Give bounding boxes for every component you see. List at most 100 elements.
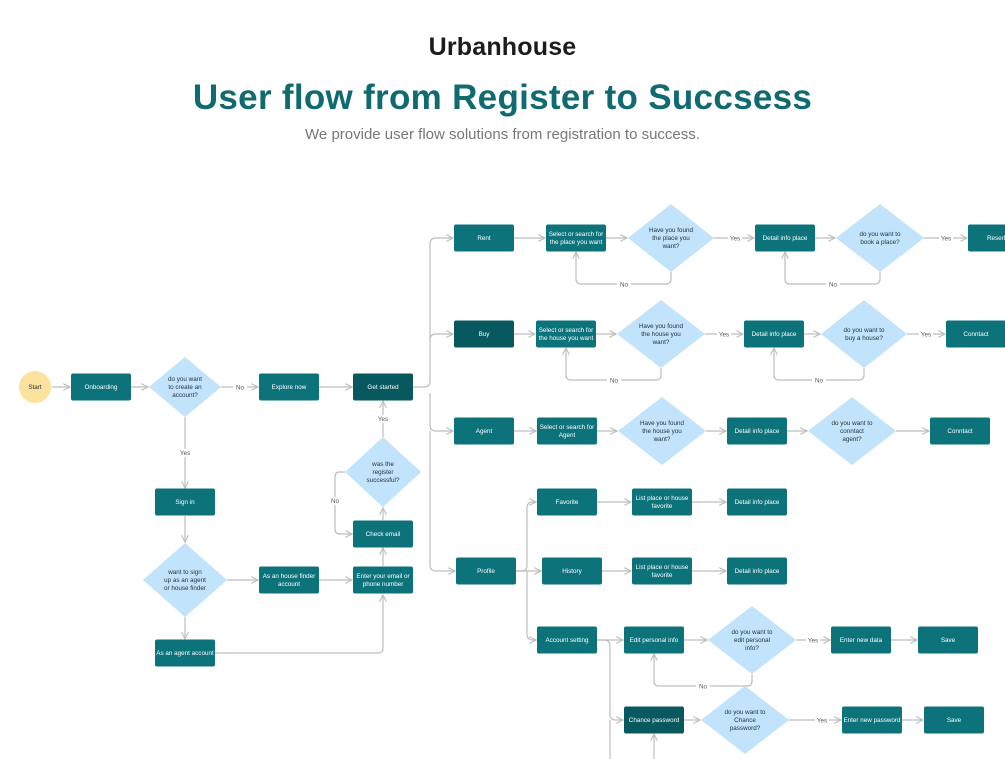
edge-label-yes: Yes [921, 332, 931, 339]
node-label: Detail info place [735, 499, 780, 506]
node-fav-detail: Detail info place [727, 488, 787, 516]
edge-label-no: No [829, 282, 838, 289]
edge-label-yes: Yes [941, 236, 951, 243]
node-label: Enter new data [840, 637, 883, 644]
node-label: Buy [479, 331, 491, 338]
edge-label-no: No [610, 378, 619, 385]
node-label: Favorite [556, 499, 579, 506]
node-favorite: Favorite [537, 488, 597, 516]
process-box [259, 373, 319, 401]
node-account-setting: Account setting [537, 626, 597, 654]
decision-diamond [708, 606, 796, 674]
node-label: Enter your email or [356, 573, 409, 580]
node-label: the house you [642, 428, 682, 435]
node-label: info? [745, 645, 759, 652]
node-label: Chance password [629, 717, 680, 724]
node-edit-info: Edit personal info [624, 626, 684, 654]
process-box [624, 706, 684, 734]
node-check-email: Check email [353, 520, 413, 548]
edge-label-bg [233, 383, 247, 392]
edge-label-yes: Yes [378, 416, 388, 423]
node-label: Save [941, 637, 956, 644]
decision-diamond [808, 397, 896, 465]
edge-label-no: No [331, 498, 340, 505]
process-box [155, 488, 215, 516]
node-label: want? [653, 436, 671, 443]
process-box [536, 320, 596, 348]
process-box [632, 557, 692, 585]
process-box [930, 417, 990, 445]
node-label: the house you want [539, 335, 594, 342]
node-rent-reserve: Reserfa [968, 224, 1005, 252]
node-history: History [542, 557, 602, 585]
edge-label-no: No [699, 684, 708, 691]
process-box [727, 417, 787, 445]
decision-diamond [617, 300, 705, 368]
edge-label-bg [728, 234, 742, 243]
node-label: Chance [734, 717, 756, 724]
process-box [353, 566, 413, 594]
node-label: the place you want [550, 239, 603, 246]
node-label: Have you found [640, 420, 685, 427]
node-label: was the [371, 461, 394, 468]
decision-diamond [836, 204, 924, 272]
edge-label-bg [696, 682, 710, 691]
edge-connector [597, 639, 623, 720]
node-label: to create an [168, 384, 202, 391]
node-label: Enter new password [843, 717, 901, 724]
process-box [727, 557, 787, 585]
node-label: Account setting [545, 637, 589, 644]
decision-diamond [143, 543, 227, 617]
edge-label-yes: Yes [817, 718, 827, 725]
node-label: do you want to [844, 327, 885, 334]
node-label: or house finder [164, 585, 206, 592]
node-change-password: Chance password [624, 706, 684, 734]
edge-label-bg [939, 234, 953, 243]
edge-label-bg [178, 449, 192, 457]
node-label: up as an agent [164, 577, 206, 584]
node-save-password: Save [924, 706, 984, 734]
node-label: the house you [641, 331, 681, 338]
edge-connector [429, 431, 455, 571]
node-label: password? [730, 725, 761, 732]
edge-label-yes: Yes [719, 332, 729, 339]
node-label: Detail info place [735, 428, 780, 435]
node-enter-new-password: Enter new password [842, 706, 902, 734]
node-label: Have you found [639, 323, 684, 330]
process-box [456, 557, 516, 585]
edge-connector [526, 571, 536, 640]
node-label: do you want to [832, 420, 873, 427]
node-agent-account: As an agent account [155, 639, 215, 667]
node-label: Have you found [649, 227, 694, 234]
node-label: Detail info place [735, 568, 780, 575]
node-label: edit personal [734, 637, 770, 644]
node-label: Get started [367, 384, 399, 391]
node-label: Detail info place [763, 235, 808, 242]
page-subtitle: We provide user flow solutions from regi… [305, 126, 700, 143]
process-box [624, 626, 684, 654]
edge-label-bg [815, 716, 829, 725]
node-label: want to sign [167, 569, 202, 576]
node-label: Reserfa [987, 235, 1005, 242]
process-box [968, 224, 1005, 252]
start-circle [19, 371, 51, 403]
node-label: Start [28, 384, 42, 391]
node-label: List place or house [636, 564, 689, 571]
node-profile: Profile [456, 557, 516, 585]
edge-label-no: No [620, 282, 629, 289]
edge-label-yes: Yes [808, 638, 818, 645]
decision-diamond [701, 686, 789, 754]
node-label: Rent [477, 235, 491, 242]
process-box [454, 224, 514, 252]
